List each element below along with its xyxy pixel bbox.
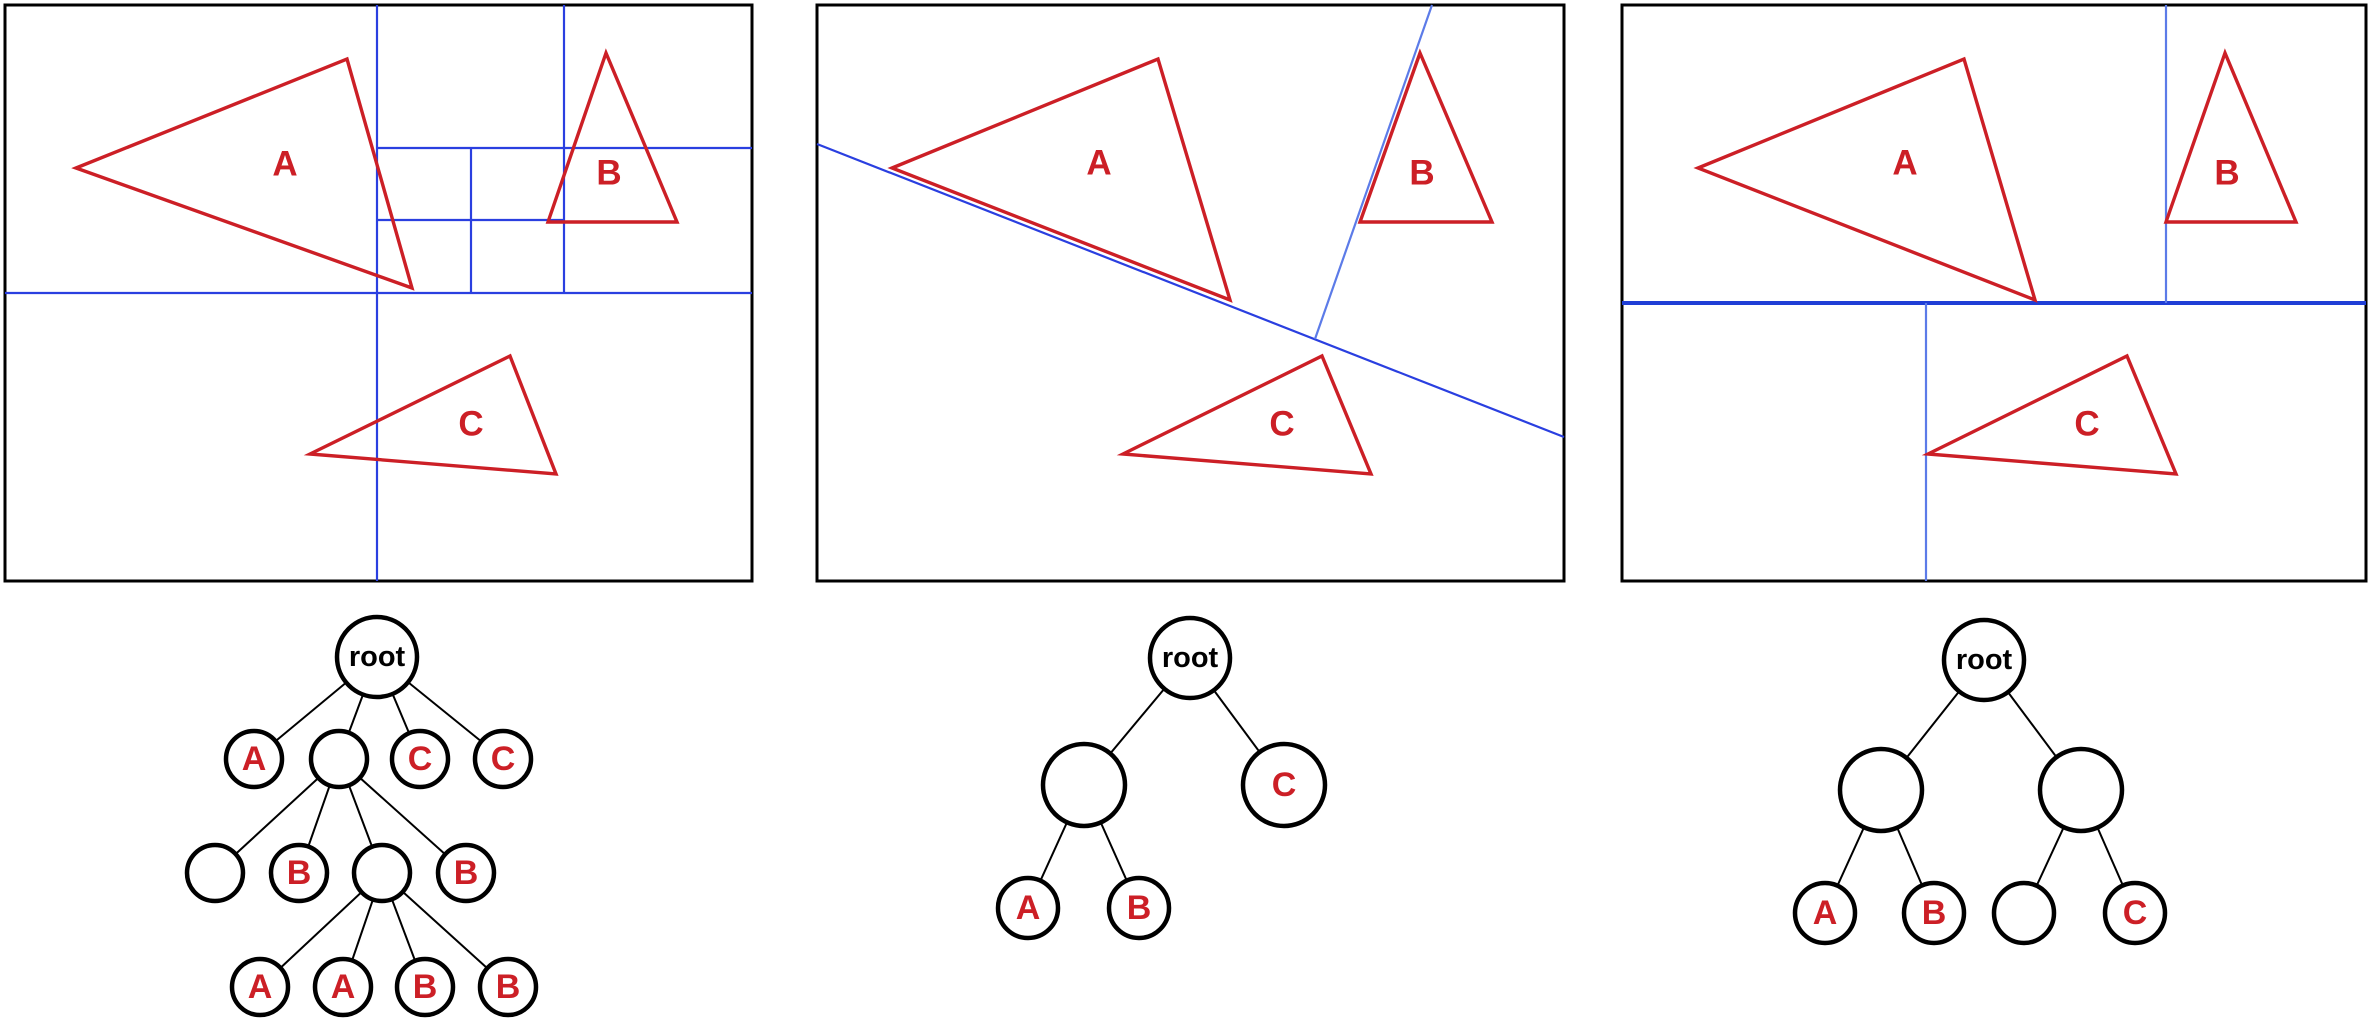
triangle-b-label: B: [596, 154, 621, 193]
svg-text:B: B: [454, 854, 479, 892]
tree-edges: [214, 656, 509, 988]
tree-node: B: [435, 842, 497, 904]
root-label: root: [1162, 642, 1219, 674]
tree-node: [2037, 746, 2125, 834]
panel-frame: [1620, 3, 2368, 583]
triangle-b: [1357, 48, 1495, 224]
svg-text:B: B: [496, 968, 521, 1006]
tree-node: A: [312, 956, 374, 1018]
triangle-b: [2163, 48, 2299, 224]
tree-node: [308, 728, 370, 790]
tree-node: C: [389, 728, 451, 790]
svg-text:C: C: [1272, 766, 1297, 804]
svg-text:B: B: [287, 854, 312, 892]
tree-node: A: [223, 728, 285, 790]
triangle-a-label: A: [1086, 144, 1111, 183]
tree-node: C: [2102, 880, 2168, 946]
panel-grid-partition: A B C: [3, 3, 754, 583]
svg-text:C: C: [408, 740, 433, 778]
tree-node: B: [268, 842, 330, 904]
tree-bsp: root C A B: [995, 615, 1328, 941]
triangle-c: [303, 353, 559, 476]
triangle-a: [71, 56, 415, 291]
triangle-c: [1116, 353, 1374, 476]
triangle-c-label: C: [2074, 405, 2099, 444]
triangle-c: [1921, 353, 2179, 476]
panel-frame: [815, 3, 1566, 583]
tree-node: B: [1106, 875, 1172, 941]
triangle-c-label: C: [458, 405, 483, 444]
tree-node: A: [229, 956, 291, 1018]
partition-lines: [816, 4, 1565, 439]
triangle-b-label: B: [2214, 154, 2239, 193]
triangle-a: [887, 56, 1233, 303]
tree-node: [1837, 746, 1925, 834]
triangle-b-label: B: [1409, 154, 1434, 193]
tree-node-root: root: [1147, 615, 1233, 701]
partition-lines: [5, 5, 752, 581]
root-label: root: [1956, 644, 2013, 676]
svg-text:A: A: [242, 740, 267, 778]
tree-node: [1040, 741, 1128, 829]
panel-bsp-partition: A B C: [815, 3, 1566, 583]
tree-node: C: [472, 728, 534, 790]
panel-kd-partition: A B C: [1620, 3, 2368, 583]
svg-text:B: B: [1922, 894, 1947, 932]
svg-text:A: A: [248, 968, 273, 1006]
root-label: root: [349, 641, 406, 673]
triangle-a-label: A: [272, 145, 297, 184]
partition-lines: [1622, 5, 2366, 581]
triangle-b: [545, 48, 680, 224]
tree-node: B: [477, 956, 539, 1018]
tree-node: [351, 842, 413, 904]
triangle-a-label: A: [1892, 144, 1917, 183]
triangle-c-label: C: [1269, 405, 1294, 444]
svg-text:B: B: [413, 968, 438, 1006]
svg-text:A: A: [331, 968, 356, 1006]
triangle-a: [1693, 56, 2038, 303]
svg-text:C: C: [491, 740, 516, 778]
tree-node-root: root: [334, 614, 420, 700]
svg-text:C: C: [2123, 894, 2148, 932]
tree-node-root: root: [1941, 617, 2027, 703]
tree-node: C: [1240, 741, 1328, 829]
tree-node: B: [1901, 880, 1967, 946]
tree-node: A: [1792, 880, 1858, 946]
svg-text:A: A: [1813, 894, 1838, 932]
tree-node: [1991, 880, 2057, 946]
tree-kd: root A B C: [1792, 617, 2168, 946]
tree-grid: root A C C B B A A B B: [184, 614, 539, 1018]
svg-text:B: B: [1127, 889, 1152, 927]
tree-node: [184, 842, 246, 904]
svg-text:A: A: [1016, 889, 1041, 927]
tree-node: B: [394, 956, 456, 1018]
tree-node: A: [995, 875, 1061, 941]
